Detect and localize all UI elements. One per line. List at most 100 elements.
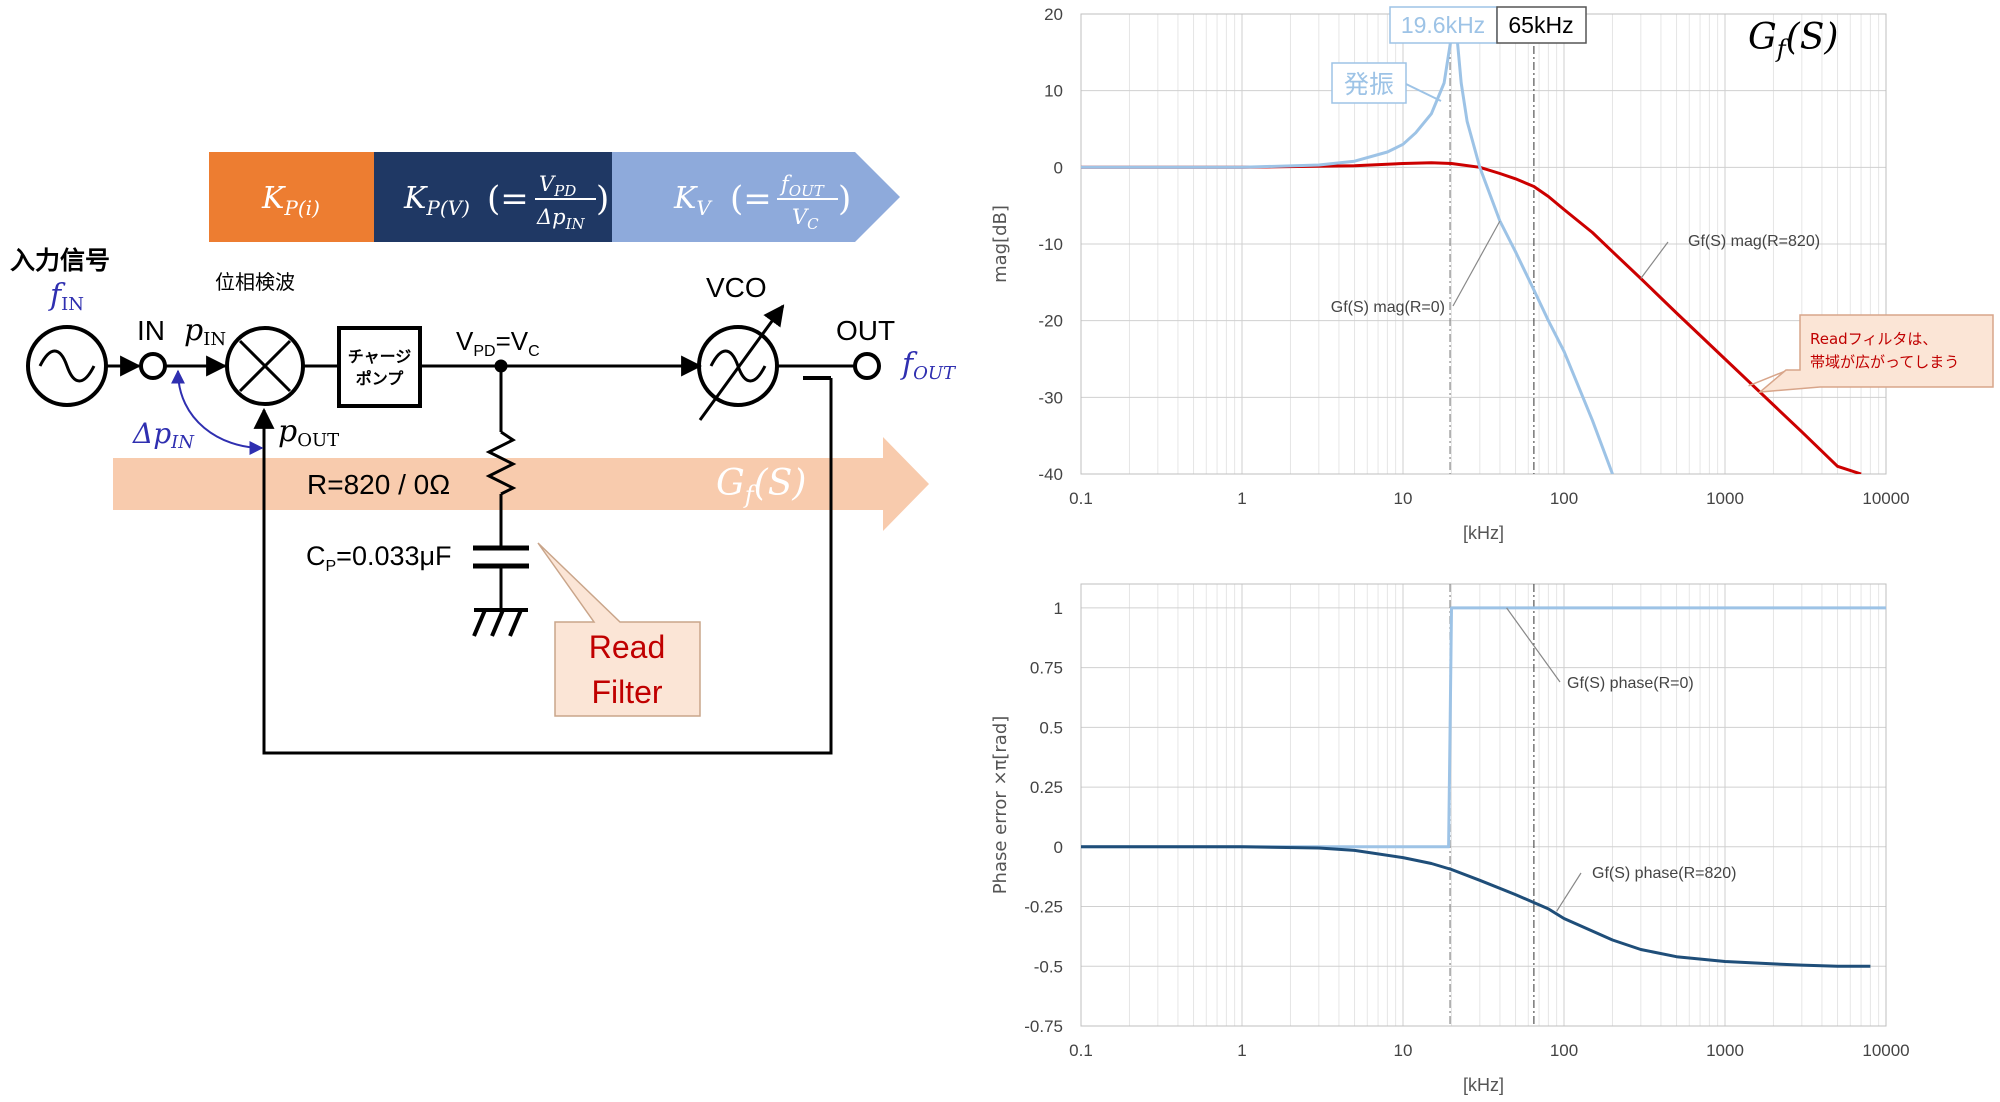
banner-segment-kpv (374, 152, 660, 242)
mag-series-leader-1 (1640, 241, 1669, 279)
mag-y-axis-label: mag[dB] (990, 205, 1011, 283)
mag-x-tick-label: 0.1 (1069, 489, 1093, 508)
mag-series-line-2 (1081, 14, 1614, 474)
banner-kpv-label: KP(V) (403, 181, 470, 220)
phase-x-tick-label: 100 (1550, 1041, 1578, 1060)
hasshin-leader (1405, 83, 1442, 102)
mag-x-tick-label: 10 (1394, 489, 1413, 508)
banner-kpv-numerator: VPD (539, 172, 576, 200)
charge-pump-label-1: チャージ (348, 347, 412, 366)
mag-x-axis-label: [kHz] (1463, 523, 1504, 543)
bandwidth-note-line1: Readフィルタは、 (1810, 330, 1937, 348)
phase-x-tick-label: 10 (1394, 1041, 1413, 1060)
phase-series-line-2 (1081, 845, 1871, 968)
gf-chart-title: Gf(S) (1748, 17, 1838, 63)
phase-y-tick-label: 0.75 (1030, 659, 1063, 678)
mag-series-name-2: Gf(S) mag(R=0) (1331, 299, 1445, 316)
hasshin-box (1331, 62, 1407, 104)
phase-series-leader-2 (1556, 872, 1582, 912)
phase-plot-frame (1080, 583, 1887, 1027)
banner-kpv-eq-open: (= (487, 179, 529, 219)
note-leader (1748, 369, 1789, 387)
phase-x-tick-label: 0.1 (1069, 1041, 1093, 1060)
mag-series-leader-2 (1452, 220, 1501, 307)
mag-series-line-1 (1081, 161, 1862, 474)
fout-label: fOUT (900, 347, 957, 384)
phase-y-tick-label: 1 (1054, 599, 1063, 618)
banner-kv-eq-open: (= (730, 179, 772, 219)
delta-pin-label: ΔpIN (132, 417, 195, 453)
mag-x-tick-label: 1000 (1706, 489, 1744, 508)
gain-banner: KP(i) KP(V) (= VPD ΔpIN ) KV (= fOUT VC … (209, 152, 900, 242)
phase-series-line-1 (1081, 606, 1886, 849)
pin-label: pIN (184, 313, 226, 350)
phase-detector-label: 位相検波 (215, 270, 295, 294)
bandwidth-note-callout (1757, 314, 1994, 393)
phase-y-tick-label: 0.5 (1039, 718, 1063, 737)
mag-y-tick-label: -40 (1038, 465, 1063, 484)
capacitor-value-label: CP=0.033μF (306, 541, 452, 575)
chart-annotations: 19.6kHz 65kHz 発振 Gf(S) Readフィルタは、 帯域が広がっ… (1331, 6, 1994, 393)
mag-y-tick-label: -20 (1038, 312, 1063, 331)
freq1-box (1389, 6, 1498, 44)
vco-tuning-arrow-icon (698, 304, 785, 421)
gf-arrow-label: Gf(S) (716, 463, 806, 509)
banner-kv-numerator: fOUT (779, 172, 825, 200)
out-terminal (853, 352, 881, 380)
gf-arrow-shape (113, 437, 929, 531)
banner-kpv-denominator: ΔpIN (536, 205, 586, 233)
gf-transfer-arrow: Gf(S) (113, 437, 929, 531)
banner-kpi-label: KP(i) (261, 181, 320, 220)
mag-y-tick-label: -30 (1038, 388, 1063, 407)
phase-y-tick-label: -0.25 (1024, 898, 1063, 917)
banner-kv-label: KV (673, 181, 713, 220)
phase-y-tick-label: 0 (1054, 838, 1063, 857)
vpd-vc-label: VPD=VC (456, 326, 540, 360)
phase-y-tick-label: -0.5 (1034, 957, 1063, 976)
ground-hatch-2 (490, 609, 505, 637)
banner-kv-eq-close: ) (838, 179, 851, 219)
sine-wave-icon (38, 349, 96, 383)
banner-kpv-eq-close: ) (596, 179, 609, 219)
phase-series-name-1: Gf(S) phase(R=0) (1567, 675, 1694, 692)
phase-y-axis-label: Phase error ×π[rad] (990, 716, 1011, 895)
mag-x-tick-label: 10000 (1862, 489, 1909, 508)
phase-x-axis-label: [kHz] (1463, 1075, 1504, 1095)
phase-y-tick-label: 0.25 (1030, 778, 1063, 797)
read-filter-callout (537, 542, 701, 717)
mag-x-tick-label: 1 (1237, 489, 1246, 508)
freq2-box (1496, 6, 1587, 44)
vco-label: VCO (706, 272, 767, 303)
feedback-loop-wire (253, 378, 833, 755)
freq1-label: 19.6kHz (1401, 12, 1485, 38)
ground-hatch-1 (472, 609, 487, 637)
freq2-label: 65kHz (1508, 12, 1573, 38)
read-filter-label-1: Read (589, 629, 666, 665)
phase-y-tick-label: -0.75 (1024, 1017, 1063, 1036)
charge-pump-box (337, 326, 422, 408)
hasshin-label: 発振 (1344, 70, 1394, 99)
resistor-symbol (485, 430, 517, 496)
mag-x-tick-label: 100 (1550, 489, 1578, 508)
banner-segment-kpi (209, 152, 422, 242)
ground-hatch-3 (508, 609, 523, 637)
phase-difference-arrow (171, 369, 264, 455)
bandwidth-note-line2: 帯域が広がってしまう (1810, 353, 1959, 371)
circuit-labels: 入力信号 fIN IN pIN 位相検波 pOUT ΔpIN チャージ ポンプ … (10, 246, 957, 717)
pout-label: pOUT (278, 414, 339, 451)
out-label: OUT (836, 315, 895, 346)
fin-label: fIN (48, 278, 84, 315)
phase-x-tick-label: 1000 (1706, 1041, 1744, 1060)
mag-y-tick-label: -10 (1038, 235, 1063, 254)
phase-x-tick-label: 10000 (1862, 1041, 1909, 1060)
input-signal-title: 入力信号 (10, 246, 110, 275)
mag-y-tick-label: 0 (1054, 158, 1063, 177)
read-filter-label-2: Filter (591, 674, 662, 710)
banner-kv-denominator: VC (792, 205, 819, 233)
in-terminal (139, 352, 167, 380)
mag-y-tick-label: 20 (1044, 5, 1063, 24)
in-label: IN (137, 315, 165, 346)
